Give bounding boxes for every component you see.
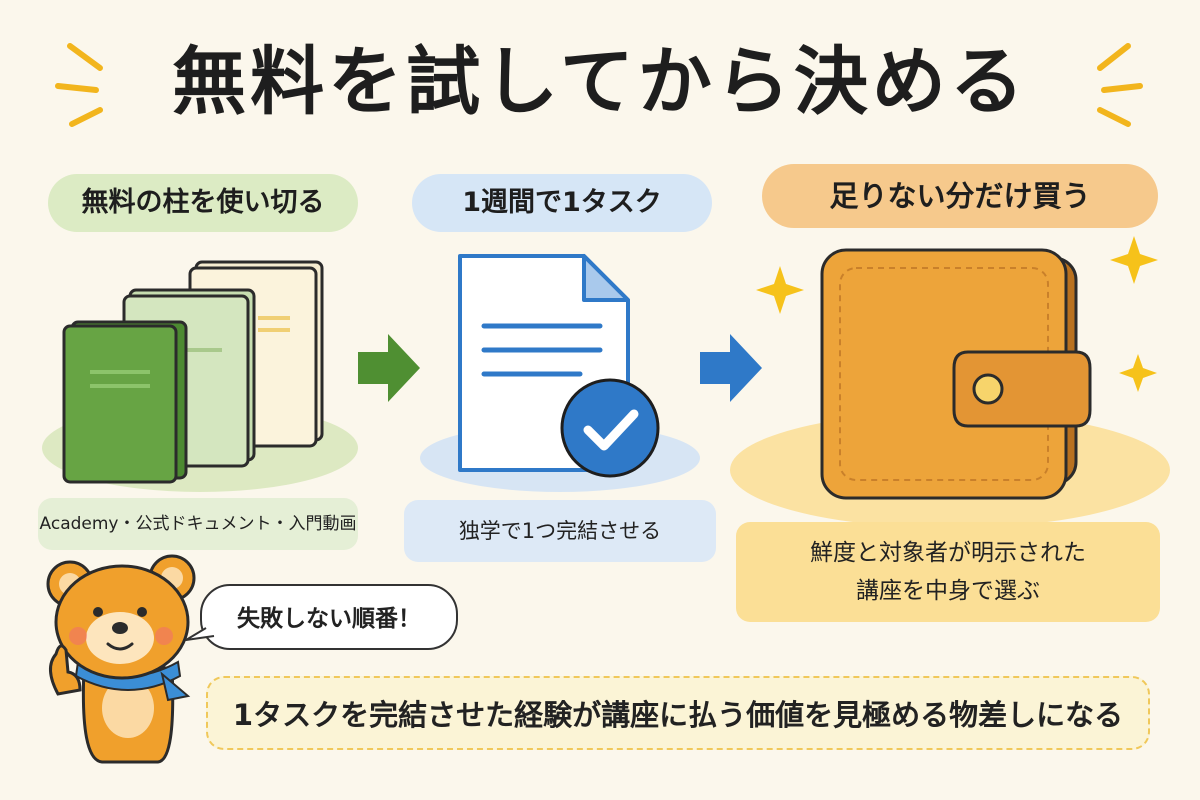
step2-heading: 1週間で1タスク	[412, 174, 712, 232]
page-title: 無料を試してから決める	[172, 39, 1028, 125]
footer-message: 1タスクを完結させた経験が講座に払う価値を見極める物差しになる	[206, 676, 1150, 750]
step3-heading: 足りない分だけ買う	[762, 164, 1158, 228]
bear-mascot	[46, 554, 196, 764]
step1-heading: 無料の柱を使い切る	[48, 174, 358, 232]
sparkle-icon	[756, 266, 804, 314]
document-check-icon	[420, 254, 700, 492]
arrow-right-icon	[358, 334, 420, 402]
step1-caption: Academy・公式ドキュメント・入門動画	[38, 498, 358, 550]
left-spark-icon	[55, 43, 103, 127]
step2-caption: 独学で1つ完結させる	[404, 500, 716, 562]
wallet-icon	[730, 248, 1170, 528]
books-icon	[42, 260, 358, 492]
mascot-speech-bubble: 失敗しない順番！	[200, 584, 458, 650]
step3-caption-line: 鮮度と対象者が明示された	[810, 540, 1086, 566]
arrow-right-icon	[700, 334, 762, 402]
sparkle-icon	[1119, 354, 1157, 392]
right-spark-icon	[1097, 43, 1143, 127]
step3-caption-line: 講座を中身で選ぶ	[856, 578, 1040, 604]
sparkle-icon	[1110, 236, 1158, 284]
step3-caption: 鮮度と対象者が明示された 講座を中身で選ぶ	[736, 522, 1160, 622]
